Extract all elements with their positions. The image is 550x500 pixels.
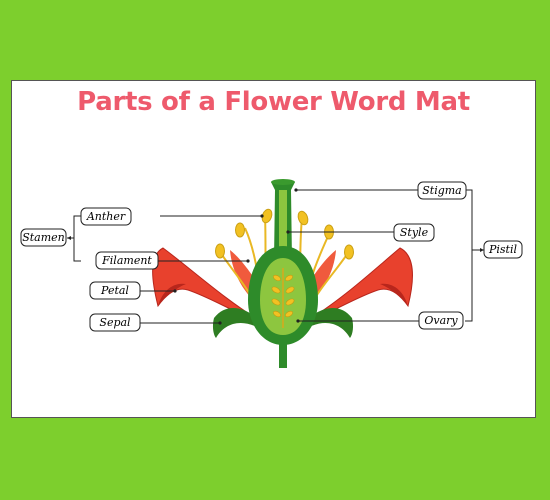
label-stigma: Stigma	[417, 181, 467, 200]
label-petal-text: Petal	[100, 284, 129, 297]
label-anther-text: Anther	[86, 210, 126, 223]
petal-right-shade	[380, 283, 408, 306]
sepal-left	[212, 307, 268, 338]
stem	[279, 338, 287, 368]
arrow-heads	[67, 188, 484, 325]
label-ovary: Ovary	[418, 311, 464, 330]
anther-1	[261, 208, 273, 224]
label-stamen-text: Stamen	[22, 231, 65, 244]
petal-left-shade	[158, 283, 186, 306]
anther-4	[297, 210, 309, 226]
label-filament: Filament	[95, 251, 159, 270]
leader-lines	[67, 189, 484, 324]
flower-illustration	[152, 179, 413, 368]
label-stigma-text: Stigma	[422, 184, 462, 197]
label-style: Style	[393, 223, 435, 242]
anthers	[215, 208, 354, 260]
label-ovary-text: Ovary	[424, 314, 458, 327]
label-stamen: Stamen	[20, 228, 67, 247]
word-mat-card: Parts of a Flower Word Mat	[11, 80, 536, 418]
anther-3	[215, 243, 225, 259]
pistil-bracket	[465, 189, 484, 322]
ovules	[271, 268, 295, 328]
stigma-top	[271, 179, 295, 185]
label-petal: Petal	[89, 281, 141, 300]
petal-right	[304, 247, 413, 323]
sepal-right	[298, 307, 354, 338]
label-pistil-text: Pistil	[488, 243, 518, 256]
label-sepal: Sepal	[89, 313, 141, 332]
anther-6	[344, 244, 354, 260]
label-filament-text: Filament	[101, 254, 152, 267]
anther-2	[235, 222, 245, 238]
petal-left	[152, 247, 263, 323]
page-title: Parts of a Flower Word Mat	[77, 87, 470, 117]
label-anther: Anther	[80, 207, 132, 226]
label-sepal-text: Sepal	[99, 316, 131, 329]
style-inner	[279, 190, 287, 260]
label-style-text: Style	[400, 226, 429, 239]
label-pistil: Pistil	[483, 240, 523, 259]
